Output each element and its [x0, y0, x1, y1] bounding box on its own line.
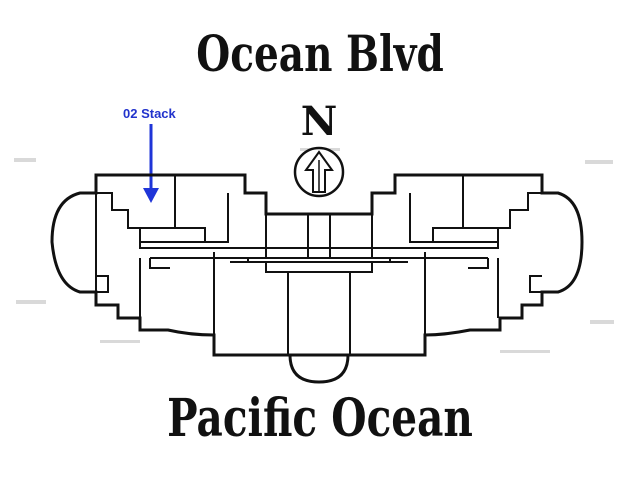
street-label: Ocean Blvd: [196, 24, 444, 83]
stack-marker-arrow: [143, 124, 159, 203]
stack-marker-label: 02 Stack: [123, 106, 176, 121]
interior-walls: [80, 175, 542, 355]
south-balcony: [288, 354, 350, 384]
north-arrow-icon: [293, 146, 345, 198]
building-outline: [50, 173, 584, 357]
ocean-label: Pacific Ocean: [167, 388, 473, 449]
north-letter: N: [300, 98, 338, 145]
